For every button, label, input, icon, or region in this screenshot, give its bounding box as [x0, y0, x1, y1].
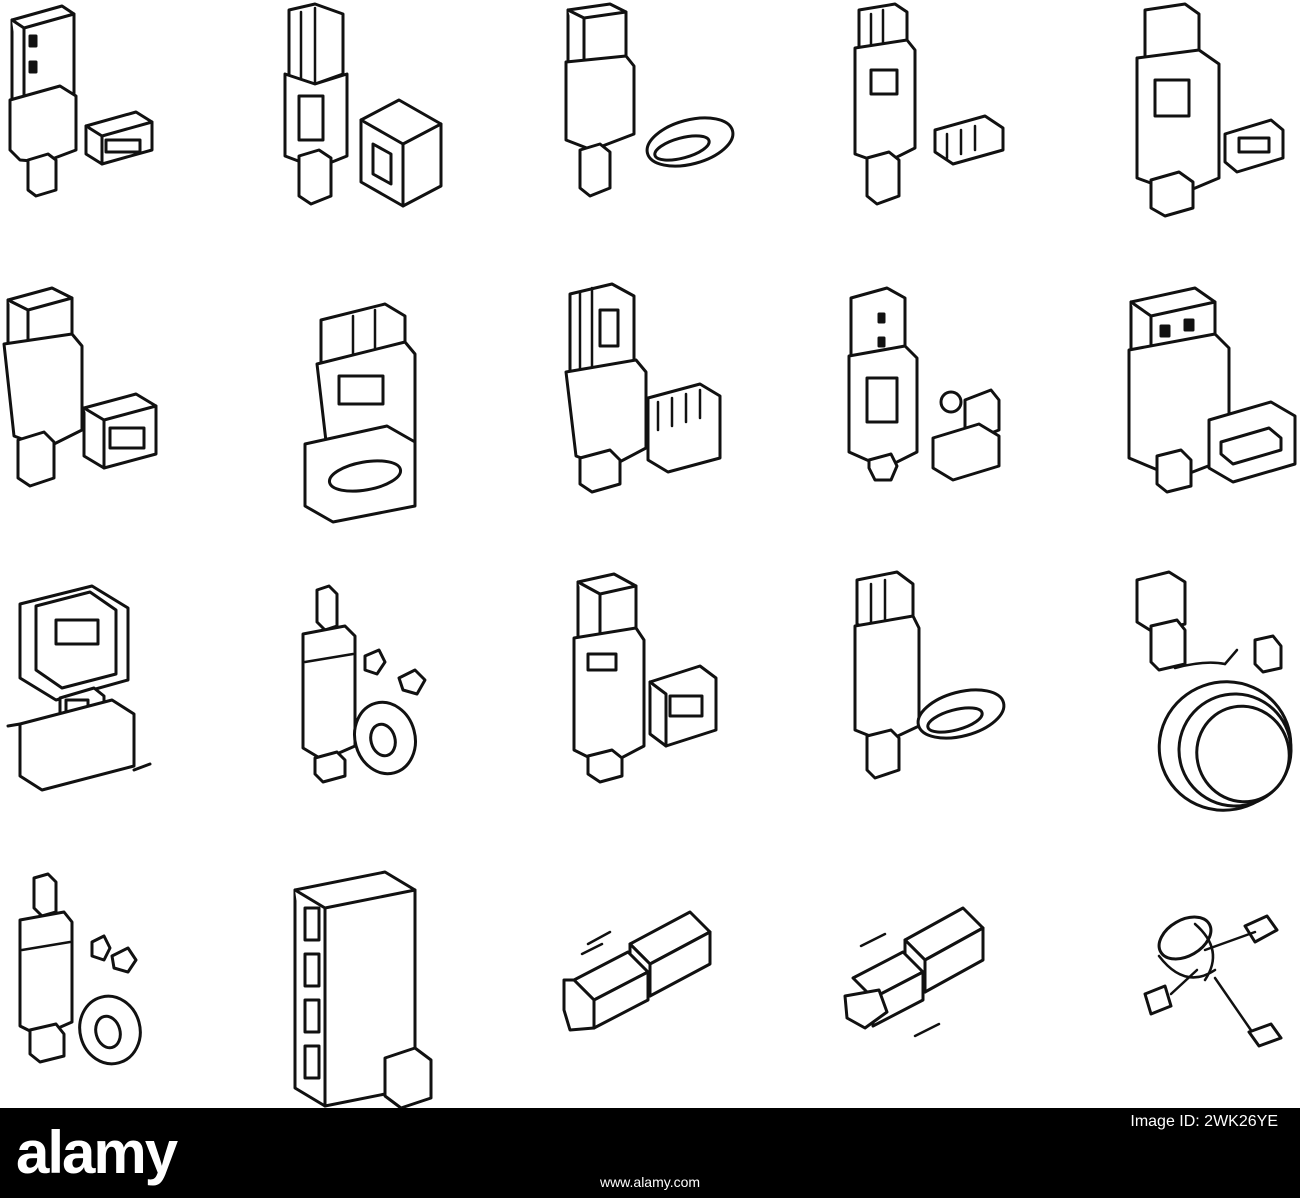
- ethernet-connector-icon: [530, 280, 740, 510]
- mini-usb-connector-icon: [1085, 0, 1295, 230]
- image-id-label: Image ID: 2WK26YE: [1130, 1113, 1278, 1130]
- cable-reel-icon: [1085, 570, 1295, 812]
- audio-jack-connector-icon: [265, 570, 475, 800]
- usb-hub-icon: [265, 860, 475, 1110]
- hdmi-connector-icon: [1085, 280, 1297, 510]
- usb-c-connector-icon: [530, 0, 740, 230]
- watermark-url: www.alamy.com: [599, 1174, 701, 1190]
- watermark-logo: alamy: [16, 1119, 178, 1186]
- displayport-connector-icon: [530, 570, 740, 800]
- usb-flash-connector-icon: [795, 280, 1005, 510]
- aux-cable-icon: [0, 860, 210, 1090]
- cable-plugging-icon: [795, 860, 1005, 1090]
- usb-micro-b-3-connector-icon: [265, 280, 475, 524]
- micro-usb-connector-icon: [795, 0, 1005, 230]
- thunderbolt-connector-icon: [795, 570, 1006, 800]
- cable-connecting-icon: [530, 860, 740, 1090]
- usb-3-connector-icon: [0, 280, 210, 510]
- vga-connector-icon: [0, 570, 210, 800]
- usb-b-connector-icon: [265, 0, 475, 230]
- tangled-cable-icon: [1085, 860, 1295, 1090]
- usb-a-connector-icon: [0, 0, 210, 230]
- watermark-footer: alamy Image ID: 2WK26YE www.alamy.com: [0, 1108, 1300, 1198]
